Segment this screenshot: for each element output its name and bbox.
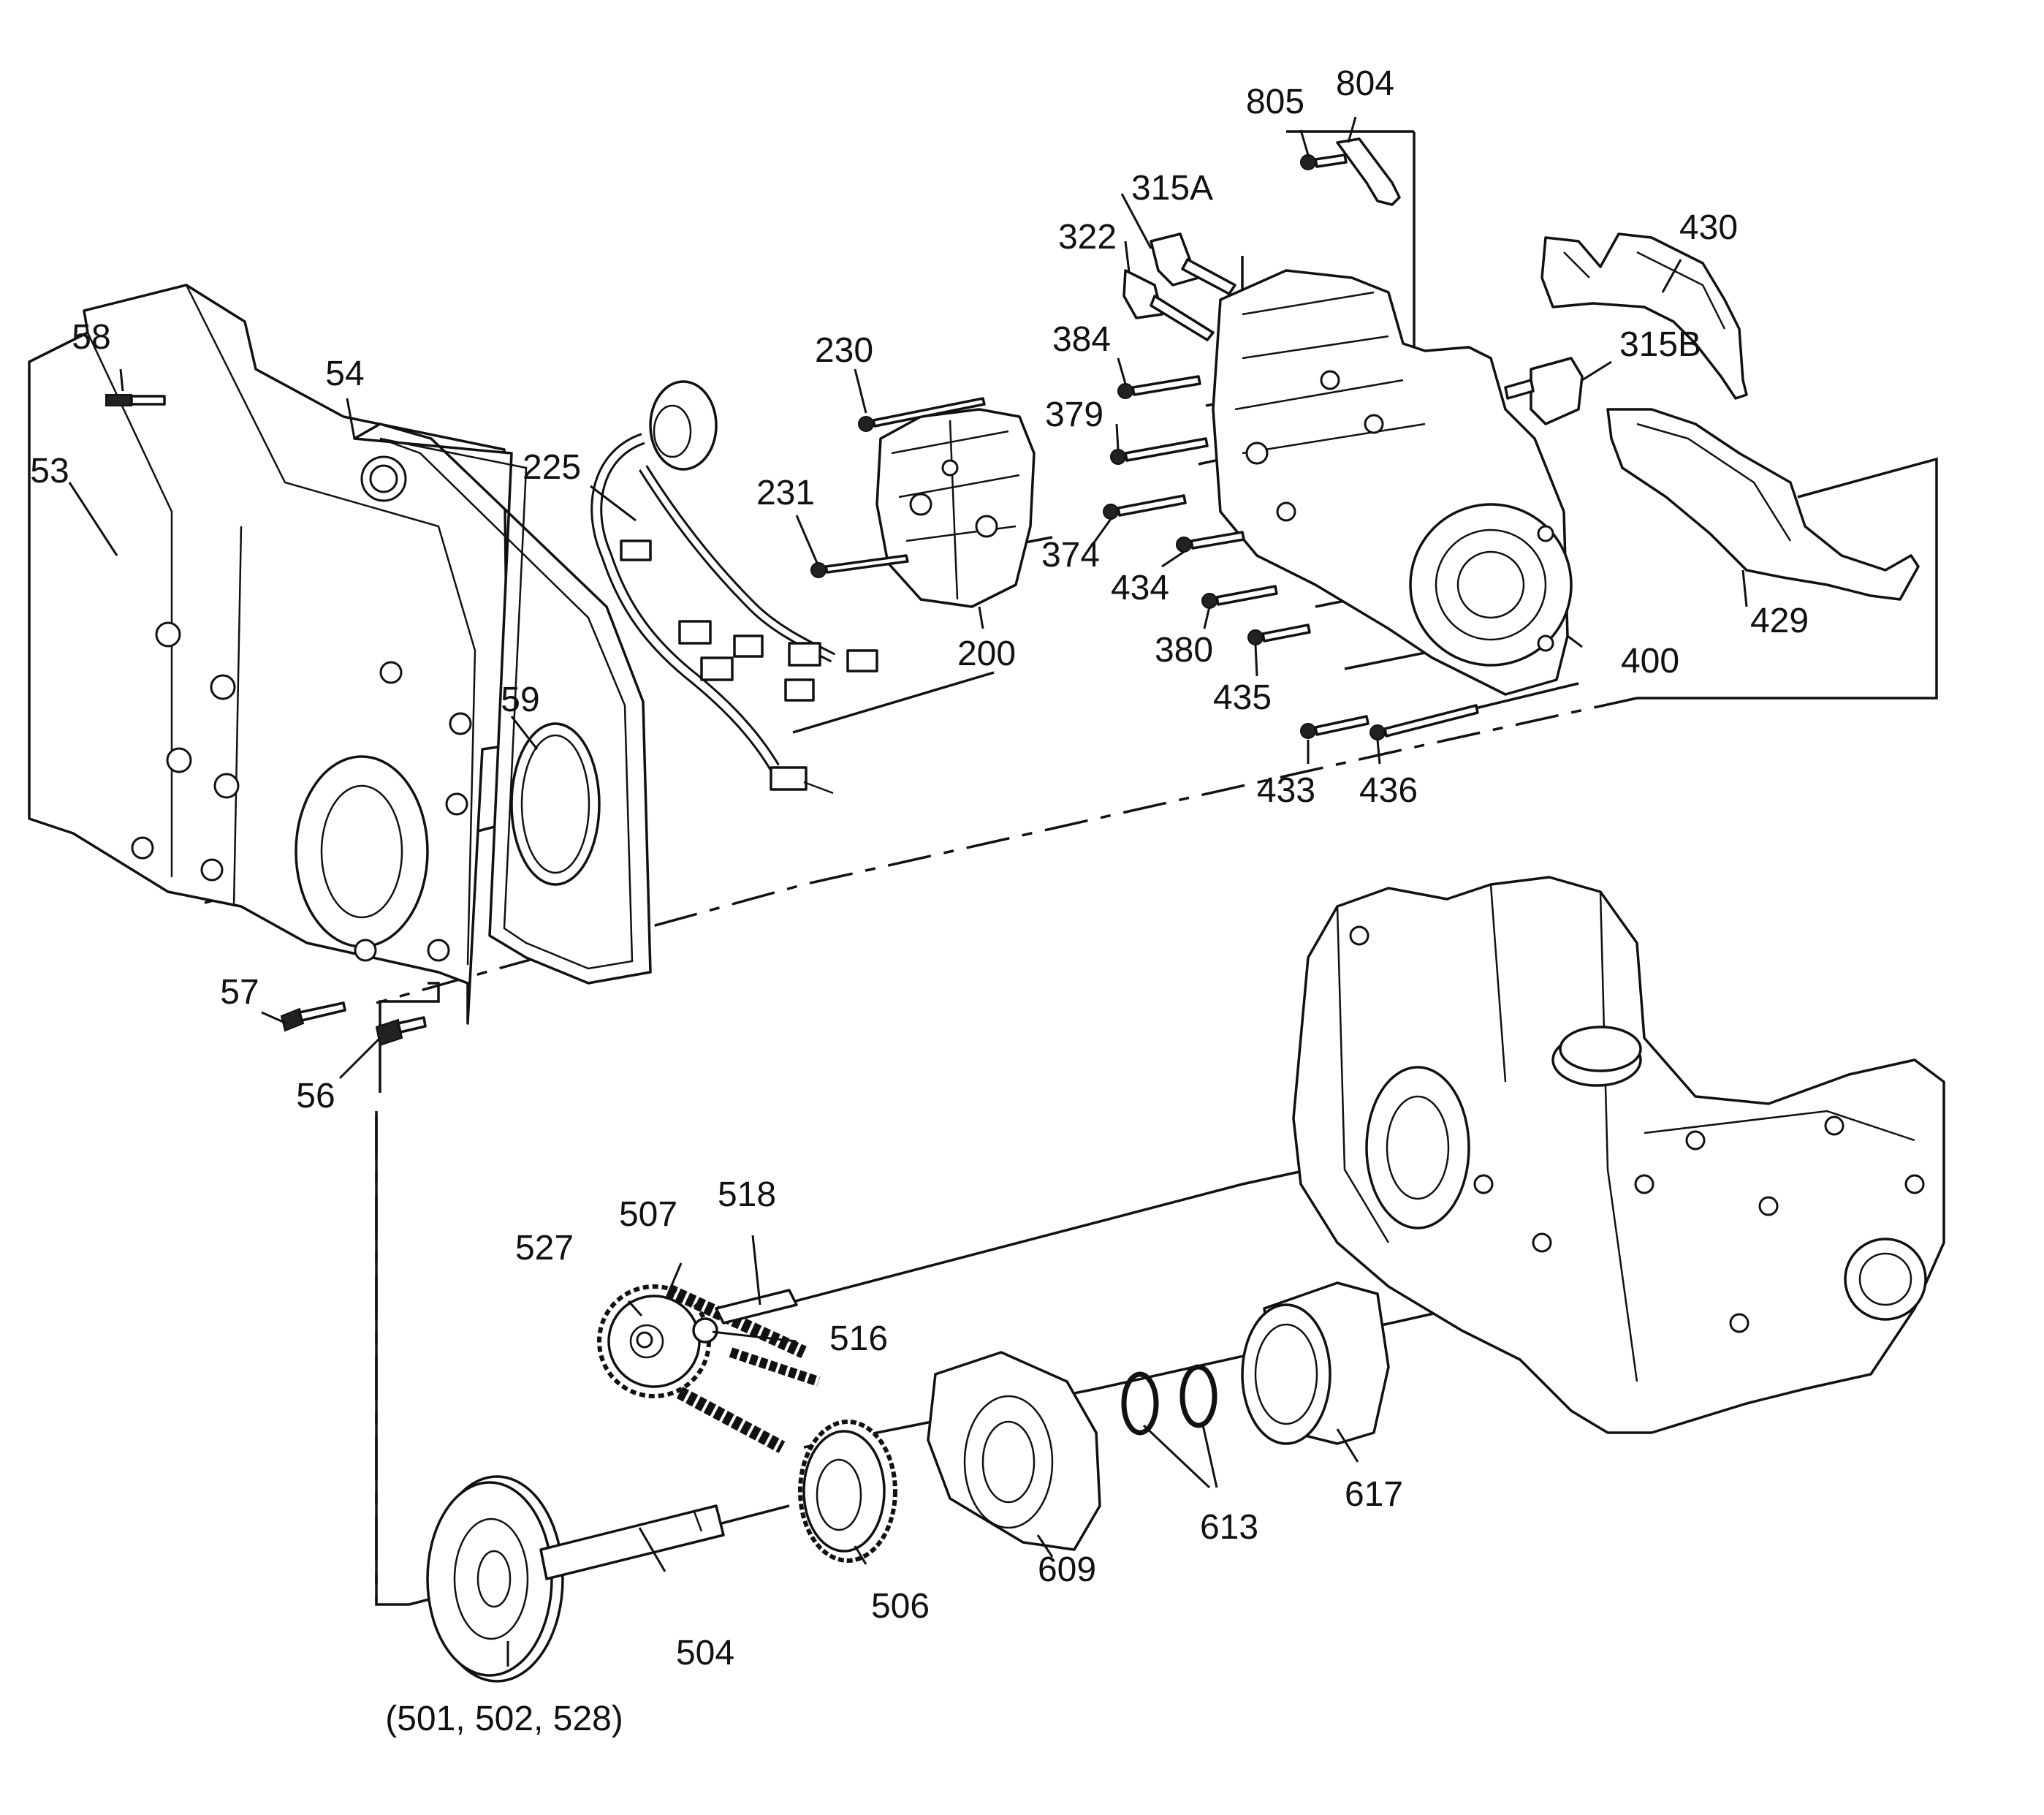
label-225: 225 bbox=[522, 448, 582, 487]
label-56: 56 bbox=[296, 1077, 335, 1115]
label-617: 617 bbox=[1344, 1475, 1404, 1514]
label-609: 609 bbox=[1037, 1550, 1097, 1589]
bolt-230 bbox=[858, 397, 986, 432]
seal-ring-59 bbox=[510, 722, 601, 886]
label-59: 59 bbox=[501, 681, 540, 719]
label-315b: 315B bbox=[1619, 325, 1702, 364]
label-527: 527 bbox=[514, 1229, 574, 1268]
label-322: 322 bbox=[1057, 218, 1117, 257]
label-434: 434 bbox=[1110, 569, 1170, 607]
input-shaft-504 bbox=[539, 1504, 725, 1580]
bolt-379 bbox=[1110, 437, 1209, 465]
label-230: 230 bbox=[814, 331, 874, 370]
label-58: 58 bbox=[72, 318, 111, 357]
label-54: 54 bbox=[325, 355, 365, 393]
shaft-518 bbox=[715, 1289, 798, 1325]
valve-body-400 bbox=[1212, 269, 1573, 696]
label-435: 435 bbox=[1212, 678, 1272, 717]
label-506: 506 bbox=[870, 1587, 930, 1626]
bolt-231 bbox=[810, 554, 909, 578]
bracket-804 bbox=[1336, 137, 1401, 206]
snap-ring-613b bbox=[1179, 1364, 1217, 1428]
pressure-switch-322 bbox=[1122, 269, 1215, 341]
label-516: 516 bbox=[829, 1319, 889, 1358]
bolt-435 bbox=[1247, 624, 1311, 645]
leader-lines bbox=[68, 116, 1748, 1667]
label-805: 805 bbox=[1245, 83, 1305, 121]
bolt-58 bbox=[105, 394, 166, 406]
label-380: 380 bbox=[1154, 631, 1214, 670]
label-429: 429 bbox=[1749, 602, 1809, 640]
bolt-384 bbox=[1117, 375, 1201, 399]
drum-617 bbox=[1241, 1281, 1390, 1445]
bolt-433 bbox=[1300, 715, 1369, 739]
bolt-374 bbox=[1103, 494, 1187, 520]
label-613: 613 bbox=[1199, 1508, 1259, 1547]
bolt-57 bbox=[280, 1001, 346, 1032]
label-400: 400 bbox=[1620, 642, 1680, 681]
label-430: 430 bbox=[1679, 208, 1739, 247]
label-374: 374 bbox=[1041, 536, 1101, 575]
label-518: 518 bbox=[717, 1175, 777, 1214]
label-501-502-528: (501, 502, 528) bbox=[385, 1700, 623, 1738]
gear-506 bbox=[798, 1420, 897, 1563]
bolt-380 bbox=[1201, 585, 1278, 609]
label-436: 436 bbox=[1359, 771, 1418, 810]
label-433: 433 bbox=[1256, 771, 1316, 810]
drive-chain-527 bbox=[666, 1284, 821, 1453]
gasket-429 bbox=[1606, 408, 1920, 601]
label-804: 804 bbox=[1335, 64, 1395, 103]
control-body-200 bbox=[875, 408, 1036, 608]
transmission-case bbox=[1292, 876, 1945, 1434]
bolt-805 bbox=[1300, 154, 1348, 170]
label-315a: 315A bbox=[1131, 169, 1214, 208]
label-507: 507 bbox=[618, 1195, 678, 1234]
label-57: 57 bbox=[220, 973, 259, 1012]
bolt-56 bbox=[375, 1016, 427, 1047]
label-200: 200 bbox=[957, 634, 1017, 673]
label-504: 504 bbox=[675, 1634, 735, 1672]
label-53: 53 bbox=[30, 452, 69, 490]
label-231: 231 bbox=[756, 474, 816, 512]
sprocket-507 bbox=[597, 1284, 711, 1398]
label-384: 384 bbox=[1052, 320, 1112, 359]
wiring-harness-225 bbox=[590, 380, 878, 795]
case-cover-53 bbox=[28, 284, 509, 1025]
solenoid-315b bbox=[1504, 357, 1584, 425]
solenoid-315a bbox=[1150, 232, 1236, 295]
snap-ring-613a bbox=[1121, 1371, 1159, 1436]
housing-609 bbox=[927, 1351, 1101, 1551]
label-379: 379 bbox=[1044, 395, 1104, 434]
bearing-516 bbox=[692, 1317, 718, 1344]
bolt-436 bbox=[1369, 704, 1479, 740]
drum-501-502-528 bbox=[426, 1475, 564, 1683]
gasket-430 bbox=[1540, 232, 1748, 400]
bolt-434 bbox=[1176, 531, 1245, 553]
